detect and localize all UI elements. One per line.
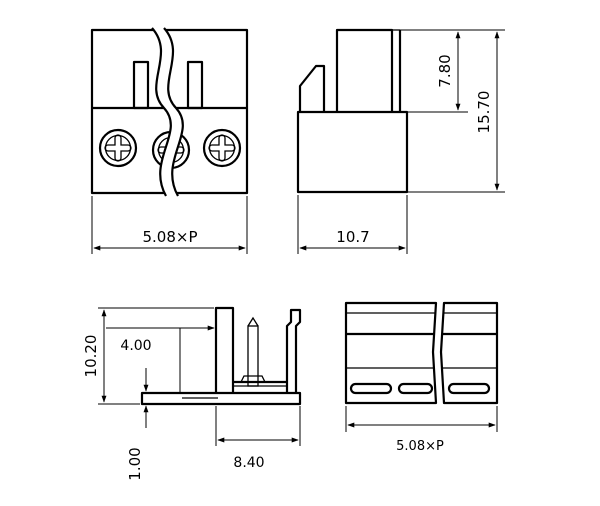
- front-pin-left: [132, 60, 150, 110]
- bottom-slot-1: [349, 382, 393, 395]
- side-depth-label: 10.7: [336, 228, 369, 246]
- side-view: 7.80 15.70 10.7: [296, 28, 505, 254]
- section-pin: [247, 325, 259, 387]
- front-break-line: [151, 27, 184, 197]
- front-pin-right: [186, 60, 204, 110]
- section-width-label: 8.40: [233, 455, 264, 471]
- front-pitch-label: 5.08×P: [142, 228, 197, 246]
- section-right-wall: [285, 308, 302, 393]
- front-view: 5.08×P: [90, 27, 249, 254]
- section-base-plate: [140, 391, 302, 406]
- bottom-pitch-label: 5.08×P: [396, 439, 444, 454]
- side-body-upper: [335, 28, 394, 112]
- side-body-lower: [296, 110, 409, 194]
- section-view: 10.20 4.00 1.00 8.40: [82, 306, 302, 481]
- section-inner-label: 4.00: [120, 338, 151, 354]
- side-total-height-label: 15.70: [475, 91, 493, 134]
- bottom-slot-3: [447, 382, 491, 395]
- bottom-slot-2: [397, 382, 434, 395]
- section-pin-label: 1.00: [126, 447, 144, 480]
- bottom-view-right-section: [439, 301, 499, 405]
- side-latch: [298, 64, 326, 112]
- bottom-view-left-section: [344, 301, 438, 405]
- screw-hole-3: [202, 128, 242, 168]
- side-upper-height-label: 7.80: [436, 54, 454, 87]
- section-left-wall: [214, 306, 235, 393]
- section-height-label: 10.20: [82, 335, 100, 378]
- screw-hole-1: [98, 128, 138, 168]
- bottom-view: 5.08×P: [344, 301, 499, 454]
